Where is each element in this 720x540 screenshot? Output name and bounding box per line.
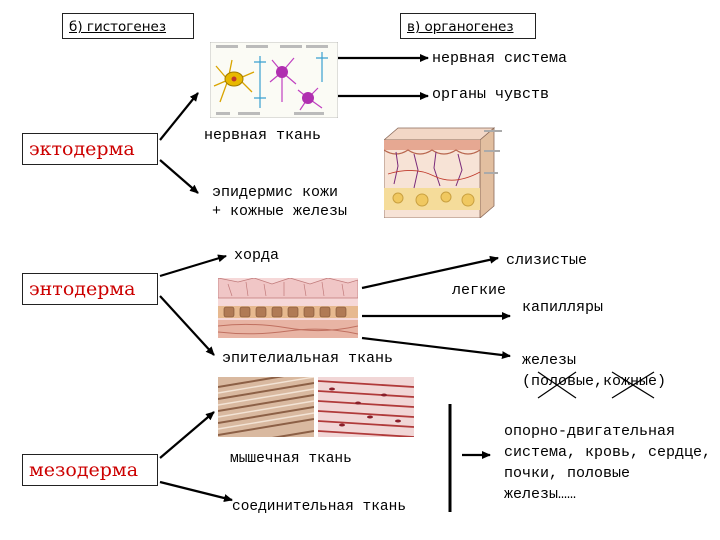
- musculoskeletal-label-line1: опорно-двигательная: [504, 423, 676, 440]
- epithelial-tissue-label: эпителиальная ткань: [222, 350, 394, 367]
- smooth-muscle-image: [218, 377, 314, 437]
- arrow-meso-connective: [159, 480, 233, 502]
- arrow-endo-chorda: [159, 254, 227, 278]
- arrow-ecto-nervous: [159, 92, 199, 141]
- lungs-label: легкие: [452, 282, 507, 299]
- epidermis-label-line2: + кожные железы: [212, 203, 348, 220]
- nervous-tissue-label: нервная ткань: [204, 127, 322, 144]
- arrow-to-mucous: [361, 255, 499, 290]
- histogenesis-header-label: б) гистогенез: [69, 19, 167, 35]
- epithelium-image: [218, 278, 358, 338]
- musculoskeletal-label-line4: железы……: [504, 486, 577, 503]
- notochord-label: хорда: [234, 247, 280, 264]
- arrow-meso-muscle: [159, 411, 215, 459]
- ectoderm-label: эктодерма: [29, 138, 135, 160]
- histogenesis-header: б) гистогенез: [62, 13, 194, 39]
- endoderm-box: энтодерма: [22, 273, 158, 305]
- skin-block-image: [384, 127, 502, 218]
- capillaries-label: капилляры: [522, 299, 604, 316]
- organogenesis-header-label: в) органогенез: [407, 19, 514, 35]
- arrow-endo-epith: [159, 295, 215, 356]
- nervous-system-label: нервная система: [432, 50, 568, 67]
- glands-label-line2: (половые,кожные): [522, 373, 667, 390]
- organogenesis-header: в) органогенез: [400, 13, 536, 39]
- strike-polovye-2: [537, 371, 577, 399]
- ectoderm-box: эктодерма: [22, 133, 158, 165]
- strike-kozhnye-2: [611, 371, 655, 399]
- sense-organs-label: органы чувств: [432, 86, 550, 103]
- mesoderm-box: мезодерма: [22, 454, 158, 486]
- mesoderm-label: мезодерма: [29, 459, 139, 481]
- mucous-label: слизистые: [506, 252, 588, 269]
- arrow-to-glands: [361, 336, 511, 360]
- endoderm-label: энтодерма: [29, 278, 136, 300]
- musculoskeletal-label-line3: почки, половые: [504, 465, 631, 482]
- muscle-tissue-label: мышечная ткань: [230, 451, 352, 467]
- neurons-image: [210, 42, 338, 118]
- striated-muscle-image: [318, 377, 414, 437]
- epidermis-label-line1: эпидермис кожи: [212, 184, 339, 201]
- glands-label-line1: железы: [522, 352, 577, 369]
- arrow-ecto-epidermis: [159, 159, 199, 194]
- musculoskeletal-label-line2: система, кровь, сердце,: [504, 444, 712, 461]
- connective-tissue-label: соединительная ткань: [232, 499, 407, 515]
